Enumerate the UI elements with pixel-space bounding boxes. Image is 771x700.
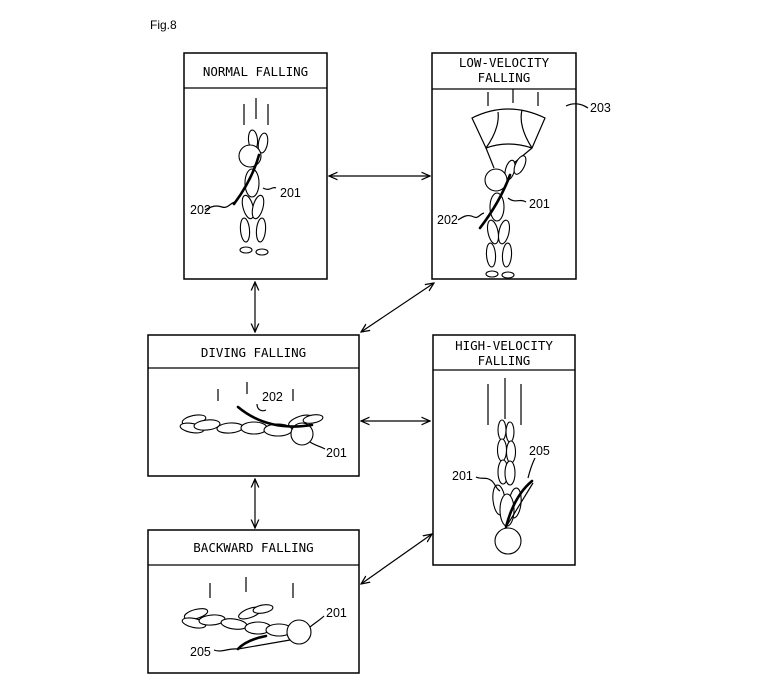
state-backward-falling: BACKWARD FALLING 201 205 [147, 529, 360, 674]
diving-falling-title: DIVING FALLING [201, 345, 306, 360]
ref-201: 201 [452, 469, 473, 483]
low-velocity-figure [478, 155, 527, 279]
state-diving-falling: DIVING FALLING 202 201 [147, 334, 360, 477]
state-normal-falling: NORMAL FALLING 202 201 [183, 52, 328, 280]
ref-201: 201 [326, 446, 347, 460]
arrow-low-velocity-diving [361, 283, 434, 332]
motion-lines [487, 378, 522, 425]
ref-205: 205 [529, 444, 550, 458]
leader-205 [213, 648, 239, 652]
normal-falling-figure [232, 129, 269, 256]
leader-202 [204, 201, 236, 211]
high-velocity-title-line1: HIGH-VELOCITY [455, 338, 553, 353]
diving-figure [179, 405, 324, 446]
leader-205 [527, 457, 536, 479]
state-high-velocity-falling: HIGH-VELOCITY FALLING 201 205 [432, 334, 576, 566]
leader-201 [507, 197, 527, 203]
figure-label: Fig.8 [150, 18, 177, 32]
ref-201: 201 [280, 186, 301, 200]
diving-falling-box [147, 334, 360, 477]
ref-201: 201 [326, 606, 347, 620]
high-velocity-box [432, 334, 576, 566]
ref-201: 201 [529, 197, 550, 211]
motion-lines [209, 577, 294, 598]
state-low-velocity-falling: LOW-VELOCITY FALLING [431, 52, 611, 280]
low-velocity-title-line2: FALLING [478, 70, 531, 85]
motion-lines [217, 382, 294, 401]
leader-201 [262, 186, 277, 191]
leader-202 [457, 212, 485, 221]
backward-figure [181, 604, 312, 651]
leader-201 [475, 476, 501, 492]
ref-203: 203 [590, 101, 611, 115]
normal-falling-box [183, 52, 328, 280]
motion-lines [243, 98, 269, 125]
leader-201 [309, 615, 325, 628]
parachute-icon [471, 108, 546, 169]
leader-203 [565, 103, 589, 109]
ref-202: 202 [262, 390, 283, 404]
normal-falling-title: NORMAL FALLING [203, 64, 308, 79]
backward-falling-title: BACKWARD FALLING [193, 540, 313, 555]
leader-201 [309, 441, 326, 450]
backward-falling-box [147, 529, 360, 674]
transition-arrows [255, 176, 434, 584]
ref-202: 202 [190, 203, 211, 217]
low-velocity-title-line1: LOW-VELOCITY [459, 55, 550, 70]
arrow-high-velocity-backward [361, 534, 432, 584]
high-velocity-title-line2: FALLING [478, 353, 531, 368]
ref-202: 202 [437, 213, 458, 227]
high-velocity-figure [492, 419, 534, 555]
low-velocity-box [431, 52, 577, 280]
motion-lines [487, 89, 539, 106]
leader-202 [256, 403, 267, 412]
ref-205: 205 [190, 645, 211, 659]
